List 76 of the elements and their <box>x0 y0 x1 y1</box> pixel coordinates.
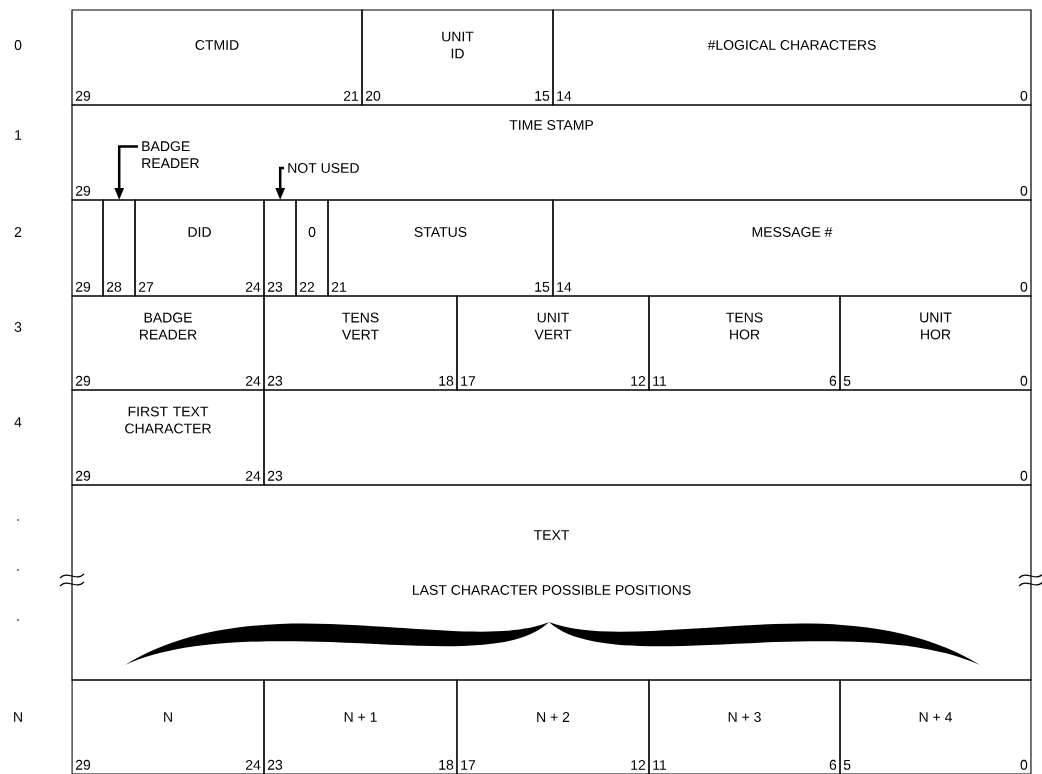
field-cell <box>263 389 1032 486</box>
row-number: 0 <box>14 40 22 50</box>
bit-number: 24 <box>245 760 261 770</box>
row-number: N <box>14 712 22 722</box>
field-cell <box>71 199 104 297</box>
row-number: 1 <box>15 130 22 140</box>
bit-number: 18 <box>439 759 454 770</box>
field-cell: TEXT LAST CHARACTER POSSIBLE POSITIONS <box>71 484 1032 681</box>
field-cell: 0 22 <box>295 199 329 297</box>
bit-number: 23 <box>267 375 283 386</box>
row-number: 4 <box>14 417 22 427</box>
bit-number: 6 <box>829 375 837 386</box>
bit-number: 29 <box>75 759 91 770</box>
bit-number: 27 <box>138 282 154 292</box>
row-number: . <box>17 519 19 521</box>
bit-number: 21 <box>331 282 347 292</box>
bit-number: 17 <box>461 760 476 770</box>
bit-number: 23 <box>267 759 283 770</box>
bit-number: 17 <box>461 376 476 386</box>
bit-number: 0 <box>1020 90 1028 101</box>
bit-number: 0 <box>1020 281 1028 292</box>
bit-number: 0 <box>1020 185 1028 196</box>
row-number: . <box>17 619 19 621</box>
field-cell: DID 27 24 <box>134 199 265 297</box>
field-cell: N + 3 11 6 <box>648 679 841 774</box>
bit-number: 14 <box>557 282 572 292</box>
field-cell <box>102 199 136 297</box>
bit-number: 5 <box>843 760 851 770</box>
bit-number: 11 <box>653 376 667 386</box>
field-cell: BADGE READER 29 24 <box>71 295 265 391</box>
field-cell: UNIT VERT 17 12 <box>456 295 650 391</box>
bit-number: 0 <box>1020 759 1028 770</box>
bit-number: 24 <box>245 471 261 481</box>
field-cell <box>263 199 297 297</box>
row-number: 2 <box>14 227 22 237</box>
field-cell: N + 2 17 12 <box>456 679 650 774</box>
bit-number: 20 <box>365 90 381 101</box>
field-cell: UNIT HOR 5 0 <box>839 295 1032 391</box>
field-cell: N + 4 5 0 <box>839 679 1032 774</box>
bit-number: 11 <box>653 760 667 770</box>
field-cell: TENS VERT 23 18 <box>263 295 458 391</box>
field-cell: STATUS 21 15 <box>327 199 554 297</box>
bit-number: 24 <box>245 376 261 386</box>
bit-number: 23 <box>267 470 283 481</box>
bit-number: 15 <box>535 91 550 101</box>
field-cell: N + 1 23 18 <box>263 679 458 774</box>
callout-text: NOT USED <box>288 163 359 173</box>
bit-number: 29 <box>75 90 91 101</box>
bit-number: 29 <box>75 185 91 196</box>
bit-number: 18 <box>439 375 454 386</box>
bit-number: 15 <box>535 282 550 292</box>
bit-number: 5 <box>843 376 851 386</box>
bit-number: 29 <box>75 470 91 481</box>
bit-number: 29 <box>75 375 91 386</box>
bit-number: 0 <box>1020 375 1028 386</box>
callout-text: BADGE READER <box>142 141 199 168</box>
bit-number: 29 <box>75 281 91 292</box>
bit-number: 22 <box>299 282 315 292</box>
field-cell: UNIT ID 20 15 <box>361 9 554 106</box>
bit-number: 12 <box>631 376 646 386</box>
bit-number: 14 <box>557 91 572 101</box>
field-cell: CTMID 29 21 <box>71 9 363 106</box>
field-cell: N 29 24 <box>71 679 265 774</box>
field-cell: MESSAGE # 14 0 <box>552 199 1032 297</box>
bit-number: 6 <box>829 759 837 770</box>
bit-number: 21 <box>343 91 359 101</box>
field-cell: FIRST TEXT CHARACTER 29 24 <box>71 389 265 486</box>
bit-number: 0 <box>1020 470 1028 481</box>
field-cell: TENS HOR 11 6 <box>648 295 841 391</box>
bit-number: 24 <box>245 282 261 292</box>
row-number: 3 <box>14 322 22 332</box>
row-number: . <box>17 569 19 571</box>
bit-number: 23 <box>267 281 283 292</box>
bit-number: 12 <box>631 760 646 770</box>
bit-number: 28 <box>106 281 122 292</box>
field-cell: #LOGICAL CHARACTERS 14 0 <box>552 9 1032 106</box>
